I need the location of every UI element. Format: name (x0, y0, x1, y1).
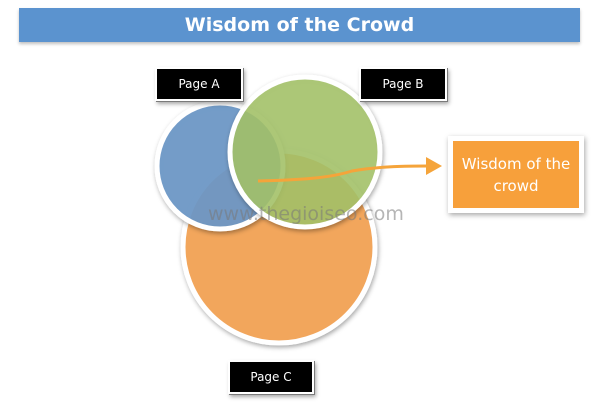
arrow-head (426, 157, 442, 175)
label-page-c-text: Page C (250, 370, 292, 384)
arrow-line (257, 164, 429, 183)
result-label: Wisdom of the crowd (453, 141, 579, 208)
title-bar: Wisdom of the Crowd (19, 8, 580, 42)
diagram-title: Wisdom of the Crowd (184, 14, 415, 36)
label-page-a: Page A (155, 67, 243, 101)
label-page-c: Page C (228, 360, 314, 394)
label-page-b: Page B (359, 67, 447, 101)
label-page-b-text: Page B (382, 77, 424, 91)
watermark-text: www.thegioiseo.com (208, 203, 404, 225)
label-page-a-text: Page A (178, 77, 220, 91)
result-box: Wisdom of the crowd (448, 136, 584, 213)
circle-page-b (227, 74, 383, 230)
